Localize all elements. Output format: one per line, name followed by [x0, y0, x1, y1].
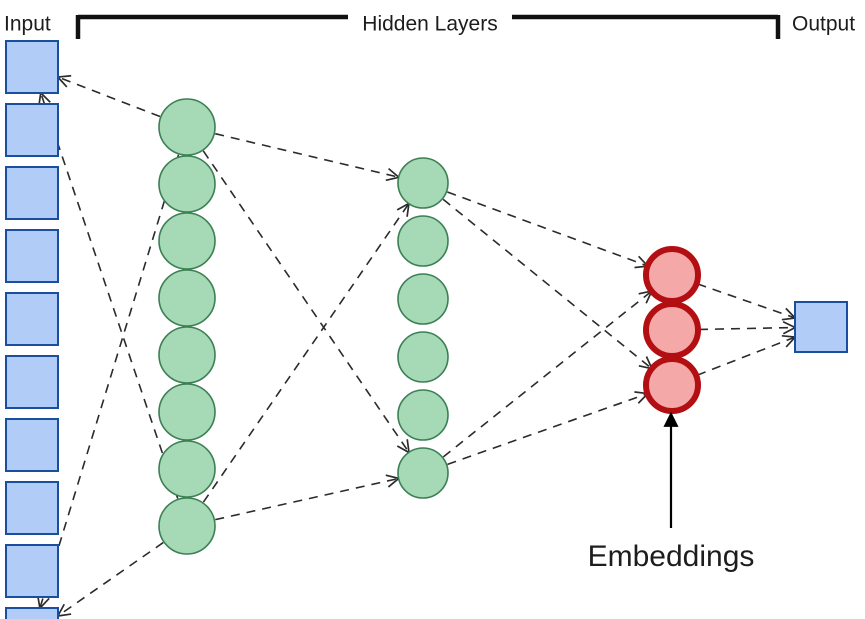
input-node	[5, 166, 59, 220]
connection-edge	[696, 337, 794, 376]
input-node	[5, 607, 59, 619]
embedding-node	[643, 356, 701, 414]
input-node	[5, 355, 59, 409]
connection-edge	[447, 394, 647, 466]
connection-edge	[41, 94, 179, 499]
connection-edge	[40, 154, 180, 607]
hidden-node	[397, 273, 449, 325]
hidden-node	[158, 269, 216, 327]
hidden-node	[158, 383, 216, 441]
connection-edge	[59, 541, 164, 616]
label-output: Output	[792, 13, 855, 36]
connection-edge	[202, 150, 408, 452]
connection-edge	[697, 283, 794, 318]
connection-edge	[698, 328, 794, 330]
layer-nodes	[5, 40, 848, 619]
hidden-node	[158, 155, 216, 213]
hidden-node	[397, 331, 449, 383]
hidden-node	[397, 447, 449, 499]
hidden-node	[158, 440, 216, 498]
output-node	[794, 301, 848, 353]
input-node	[5, 40, 59, 94]
hidden-node	[158, 98, 216, 156]
hidden-layers-bracket	[75, 14, 781, 39]
connection-edges	[40, 77, 794, 615]
input-node	[5, 544, 59, 598]
hidden-node	[397, 215, 449, 267]
connection-edge	[215, 132, 397, 177]
input-node	[5, 103, 59, 157]
hidden-node	[158, 497, 216, 555]
hidden-node	[158, 212, 216, 270]
label-hidden-layers: Hidden Layers	[362, 13, 497, 36]
input-node	[5, 292, 59, 346]
label-embeddings: Embeddings	[588, 540, 755, 573]
connection-edge	[59, 77, 161, 118]
embedding-node	[643, 246, 701, 304]
connection-edge	[442, 292, 651, 458]
embedding-node	[643, 301, 701, 359]
connection-edge	[202, 204, 408, 503]
input-node	[5, 418, 59, 472]
label-input: Input	[4, 13, 51, 36]
input-node	[5, 481, 59, 535]
connection-edge	[442, 198, 651, 368]
hidden-node	[158, 326, 216, 384]
hidden-node	[397, 157, 449, 209]
connection-edge	[447, 191, 646, 266]
hidden-node	[397, 389, 449, 441]
input-node	[5, 229, 59, 283]
connection-edge	[215, 479, 397, 521]
